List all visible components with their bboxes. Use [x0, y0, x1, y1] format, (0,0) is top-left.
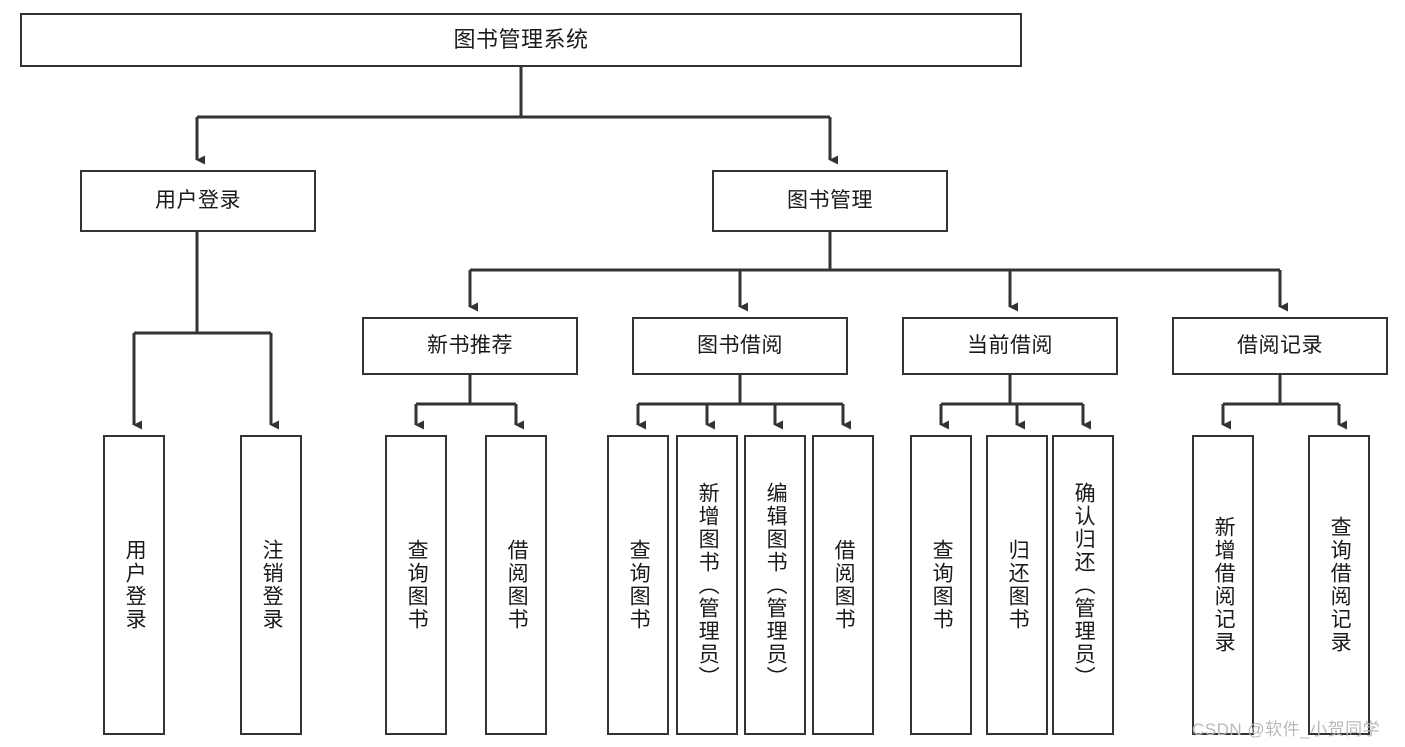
leaf-query-book-recommendation[interactable]: 查询图书 — [385, 435, 447, 735]
leaf-query-borrow-record[interactable]: 查询借阅记录 — [1308, 435, 1370, 735]
node-current-borrow[interactable]: 当前借阅 — [902, 317, 1118, 375]
node-borrow-record[interactable]: 借阅记录 — [1172, 317, 1388, 375]
leaf-borrow-book-recommendation[interactable]: 借阅图书 — [485, 435, 547, 735]
leaf-query-book-borrow[interactable]: 查询图书 — [607, 435, 669, 735]
leaf-add-book-admin[interactable]: 新增图书（管理员） — [676, 435, 738, 735]
node-book-borrow[interactable]: 图书借阅 — [632, 317, 848, 375]
leaf-query-book-current[interactable]: 查询图书 — [910, 435, 972, 735]
leaf-user-logout[interactable]: 注销登录 — [240, 435, 302, 735]
node-book-mgmt[interactable]: 图书管理 — [712, 170, 948, 232]
leaf-edit-book-admin[interactable]: 编辑图书（管理员） — [744, 435, 806, 735]
leaf-user-login[interactable]: 用户登录 — [103, 435, 165, 735]
leaf-add-borrow-record[interactable]: 新增借阅记录 — [1192, 435, 1254, 735]
node-new-book-recommendation[interactable]: 新书推荐 — [362, 317, 578, 375]
leaf-return-book[interactable]: 归还图书 — [986, 435, 1048, 735]
node-root[interactable]: 图书管理系统 — [20, 13, 1022, 67]
leaf-borrow-book[interactable]: 借阅图书 — [812, 435, 874, 735]
leaf-confirm-return-admin[interactable]: 确认归还（管理员） — [1052, 435, 1114, 735]
node-user-login[interactable]: 用户登录 — [80, 170, 316, 232]
